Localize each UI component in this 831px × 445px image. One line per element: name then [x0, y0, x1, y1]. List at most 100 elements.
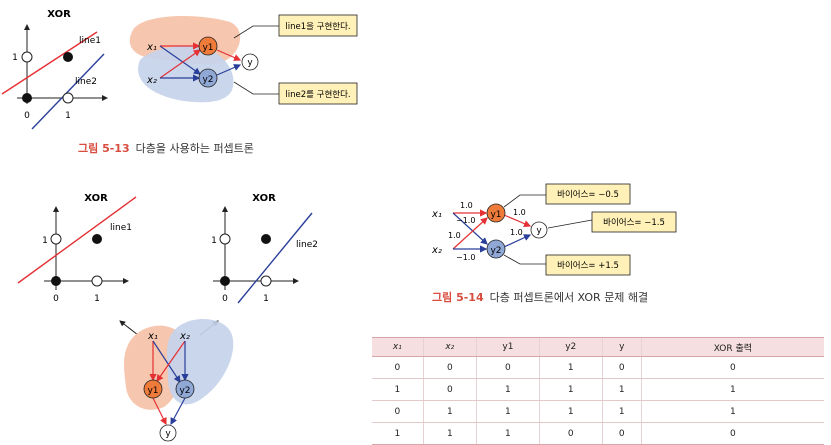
caption-5-14: 그림 5-14 다층 퍼셉트론에서 XOR 문제 해결: [432, 289, 648, 305]
line2: [237, 212, 313, 304]
point-0-0: [51, 276, 61, 286]
table-cell: 0: [372, 356, 424, 379]
tick-x-1: 1: [263, 294, 269, 304]
caption-text: 다층을 사용하는 퍼셉트론: [135, 142, 254, 155]
bias-text-y2: 바이어스= +1.5: [557, 260, 619, 271]
region-blue: [138, 45, 234, 103]
table-cell: 0: [640, 356, 824, 379]
callout1-box: [278, 14, 358, 37]
header-xor-output: XOR 출력: [640, 337, 824, 357]
label-x1: x₁: [147, 331, 158, 342]
callout2-text: line2를 구현한다.: [285, 90, 350, 100]
label-y2: y2: [202, 75, 213, 85]
header-y2: y2: [538, 337, 603, 357]
point-0-1: [50, 233, 62, 245]
point-0-0: [22, 93, 32, 103]
weight-x1-y2: −1.0: [456, 216, 475, 225]
figure-5-14: x₁ x₂ y1 y2 y 1.0 −1.0 1.0 −1.0 1.0 1.0 …: [431, 183, 677, 276]
point-1-1: [92, 234, 102, 244]
bias-text-y: 바이어스= −1.5: [603, 217, 665, 228]
table-cell: 1: [640, 378, 824, 401]
network-13: y1 y2 y x₁ x₂ line1을 구현한다. line2를 구현한다.: [129, 14, 358, 105]
plot-title-right: XOR: [252, 193, 276, 204]
line2: [31, 53, 105, 130]
tick-x-1: 1: [94, 294, 100, 304]
table-cell: 1: [372, 422, 424, 445]
bias-text-y1: 바이어스= −0.5: [557, 189, 619, 200]
bias-leader-y1: [503, 194, 546, 208]
node-y1: [143, 379, 163, 399]
weight-y1-y: 1.0: [513, 208, 526, 217]
line2-label: line2: [296, 240, 318, 250]
caption-number: 그림 5-14: [432, 291, 484, 304]
label-y1: y1: [202, 43, 213, 53]
caption-text: 다층 퍼셉트론에서 XOR 문제 해결: [489, 291, 649, 304]
label-y1: y1: [147, 386, 158, 396]
table-row: 0 0 0 1 0 0: [372, 356, 824, 379]
node-y: [241, 53, 259, 71]
point-1-1: [261, 234, 271, 244]
tick-x-1: 1: [65, 111, 71, 121]
arrow-up-left: [119, 320, 139, 336]
node-y2: [486, 239, 506, 259]
callout2-leader: [233, 81, 279, 95]
point-0-1: [219, 233, 231, 245]
line1-label: line1: [110, 223, 132, 233]
weight-x2-y1: 1.0: [448, 231, 461, 240]
point-1-0: [260, 275, 272, 287]
bias-box-y: [591, 211, 677, 233]
label-y2: y2: [490, 246, 501, 256]
tick-0: 0: [24, 111, 30, 121]
table-cell: 0: [538, 422, 603, 445]
line1-label: line1: [79, 36, 101, 46]
header-x1: x₁: [372, 337, 424, 357]
table-cell: 1: [475, 422, 540, 445]
label-y1: y1: [490, 210, 501, 220]
label-y: y: [536, 226, 542, 236]
label-y: y: [165, 429, 171, 439]
xor-plot-13: XOR line1 line2 0 1 1: [1, 9, 108, 130]
callout1-leader: [233, 25, 279, 39]
table-cell: 1: [538, 400, 603, 423]
bias-leader-y2: [503, 254, 546, 265]
label-x2: x₂: [146, 75, 157, 86]
bias-box-y1: [545, 183, 631, 205]
tick-y-1: 1: [42, 236, 48, 246]
tick-0: 0: [222, 294, 228, 304]
node-y2: [175, 379, 195, 399]
node-y1: [486, 203, 506, 223]
table-cell: 1: [538, 378, 603, 401]
weight-x2-y2: −1.0: [456, 253, 475, 262]
plot-title-left: XOR: [84, 193, 108, 204]
table-cell: 1: [422, 422, 477, 445]
label-y: y: [247, 58, 253, 68]
weight-x1-y1: 1.0: [460, 201, 473, 210]
table-cell: 1: [475, 378, 540, 401]
callout2-box: [278, 82, 358, 105]
line1: [17, 196, 137, 284]
table-cell: 0: [601, 356, 642, 379]
table-cell: 1: [475, 400, 540, 423]
point-0-0: [220, 276, 230, 286]
point-0-1: [21, 51, 33, 63]
table-cell: 0: [601, 422, 642, 445]
table-row: 1 0 1 1 1 1: [372, 378, 824, 401]
label-x2: x₂: [179, 331, 190, 342]
xor-plot-right: XOR line2 0 1 1: [211, 193, 318, 304]
table-cell: 1: [601, 400, 642, 423]
node-y: [530, 221, 548, 239]
node-y1: [198, 36, 218, 56]
label-y2: y2: [179, 386, 190, 396]
tick-y-1: 1: [12, 53, 18, 63]
table-cell: 1: [640, 400, 824, 423]
figure-5-13: XOR line1 line2 0 1 1 y1 y2 y x₁ x₂: [1, 9, 358, 130]
tick-0: 0: [53, 294, 59, 304]
header-x2: x₂: [422, 337, 477, 357]
point-1-0: [91, 275, 103, 287]
table-cell: 0: [422, 378, 477, 401]
weight-y2-y: 1.0: [510, 228, 523, 237]
point-1-0: [62, 92, 74, 104]
bias-box-y2: [545, 254, 631, 276]
network-lower: x₁ x₂ y1 y2 y: [119, 318, 234, 442]
